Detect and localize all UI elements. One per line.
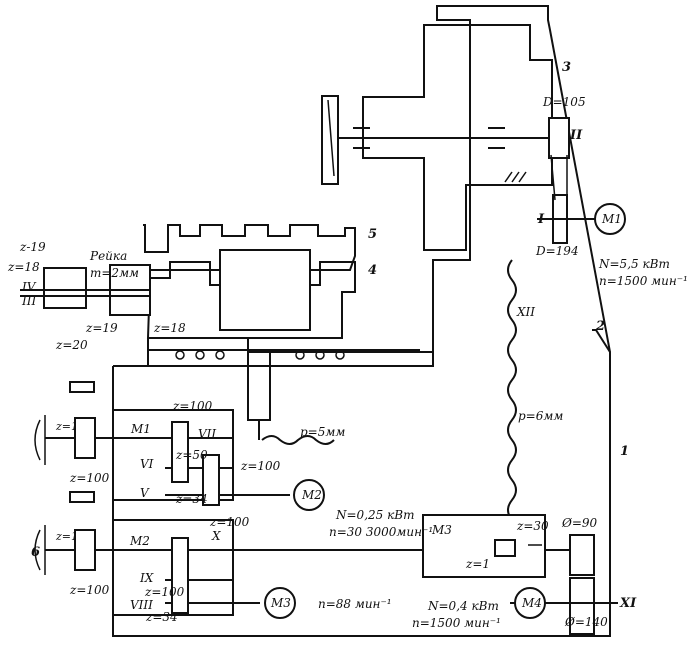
gear-label-z18-left: z=18: [7, 260, 40, 274]
cutter-hatch: [327, 99, 335, 177]
guideway-hatch: [504, 171, 527, 183]
pulley-label-d194: D=194: [535, 244, 579, 258]
shaft-label-xi: XI: [619, 596, 637, 611]
pulley-d105: [548, 117, 570, 159]
pulley-label-d90: Ø=90: [561, 516, 598, 530]
gear-label-z1-lower: z=1: [55, 530, 78, 543]
gear-label-z100-x: z=100: [209, 515, 250, 529]
shaft-label-viii: VIII: [130, 598, 153, 612]
gear-label-z100-v: z=100: [240, 459, 281, 473]
motor-m1-speed: n=1500 мин⁻¹: [599, 274, 688, 288]
gear-label-z1-worm: z=1: [465, 557, 490, 571]
shaft-label-vi: VI: [140, 457, 154, 471]
shaft-label-v: V: [140, 486, 150, 500]
limit-switch-2: [69, 491, 95, 503]
motor-m2: [293, 479, 325, 511]
pulley-label-d140: Ø=140: [564, 615, 608, 629]
gear-label-z20: z=20: [55, 338, 88, 352]
shaft-label-ix: IX: [139, 571, 154, 585]
clutch-label-m1: M1: [130, 422, 151, 436]
motor-label-m4: M4: [521, 596, 542, 610]
shaft-label-ii: II: [569, 128, 583, 143]
motor-m3: [264, 587, 296, 619]
part-label-3: 3: [562, 60, 571, 75]
gear-label-z1-upper: z=1: [55, 420, 78, 433]
gear-label-z50: z=50: [175, 448, 208, 462]
shaft-label-xii: XII: [516, 305, 535, 319]
gearbox-iii-iv: [43, 267, 87, 309]
shaft-label-vii: VII: [198, 427, 216, 441]
workpiece-clamp: [219, 249, 311, 331]
shaft-label-i: I: [537, 212, 545, 227]
screw-p5: [261, 435, 335, 445]
gear-label-z19-bottom: z=19: [85, 321, 118, 335]
part-label-2: 2: [595, 319, 605, 334]
vertical-drive-box: [422, 514, 546, 578]
motor-label-m1: M1: [601, 212, 622, 226]
motor-m2-power: N=0,25 кВт: [335, 508, 414, 522]
motor-m4-power: N=0,4 кВт: [427, 599, 499, 613]
rack-label: Рейка: [89, 249, 127, 263]
worm-gear-z30: [494, 539, 516, 557]
gear-label-z100-upper-worm: z=100: [69, 471, 110, 485]
gear-label-z100-lower-worm: z=100: [69, 583, 110, 597]
spindle-head: [362, 24, 553, 251]
motor-m1: [594, 203, 626, 235]
handwheel-1: [34, 415, 46, 465]
motor-label-m3: M3: [270, 596, 291, 610]
vertical-screw: [247, 352, 271, 421]
gear-label-z19-top: z-19: [19, 240, 46, 254]
clutch-label-m2: M2: [129, 534, 150, 548]
handwheel-label-6: 6: [31, 545, 40, 560]
worm-wheel-2: [74, 529, 96, 571]
gear-block-vii: [171, 421, 189, 483]
shaft-label-iii: III: [21, 294, 36, 308]
motor-m2-speed: n=30 3000мин⁻¹: [329, 525, 433, 539]
gear-label-z100-ix: z=100: [144, 585, 185, 599]
pulley-d90: [569, 534, 595, 576]
gear-block-v: [202, 454, 220, 506]
part-label-4: 4: [368, 263, 377, 278]
pulley-label-d105: D=105: [542, 95, 586, 109]
gear-label-z34-lower: z=34: [145, 610, 178, 624]
feed-screw-chain: [175, 350, 345, 360]
gear-block-x: [171, 537, 189, 614]
motor-m1-power: N=5,5 кВт: [598, 257, 670, 271]
gear-label-z30: z=30: [516, 519, 549, 533]
shaft-label-iv: IV: [21, 280, 37, 294]
gear-label-z18-right: z=18: [153, 321, 186, 335]
motor-m4: [514, 587, 546, 619]
motor-m3-speed: n=88 мин⁻¹: [318, 597, 392, 611]
part-label-1: 1: [620, 444, 629, 459]
motor-m4-speed: n=1500 мин⁻¹: [412, 616, 501, 630]
handwheel-2: [34, 525, 46, 575]
rack-module: m=2мм: [90, 266, 139, 280]
worm-wheel-1: [74, 417, 96, 459]
table-5: [143, 224, 356, 271]
column-outline: [432, 5, 611, 353]
clutch-label-m3: M3: [431, 523, 452, 537]
screw-pitch-5: p=5мм: [300, 425, 345, 439]
gear-label-z34-upper: z=34: [175, 492, 208, 506]
lead-screw-xii: [507, 259, 517, 521]
belt-left: [550, 154, 556, 201]
motor-label-m2: M2: [301, 488, 322, 502]
pulley-d140: [569, 577, 595, 635]
part-label-5: 5: [368, 227, 377, 242]
face-cutter: [321, 95, 339, 185]
shaft-label-x: X: [211, 529, 221, 543]
gear-label-z100-upper: z=100: [172, 399, 213, 413]
limit-switch-1: [69, 381, 95, 393]
screw-pitch-6: p=6мм: [518, 409, 563, 423]
